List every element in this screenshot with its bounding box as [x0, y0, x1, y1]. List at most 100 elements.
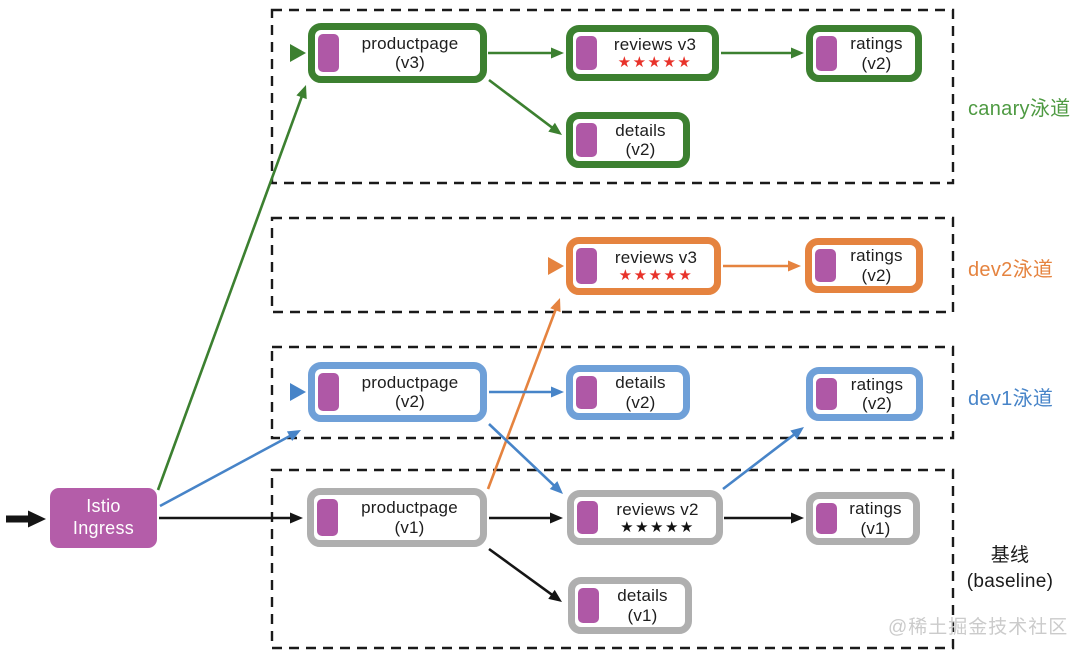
pod-sidecar-bar	[816, 378, 837, 410]
service-label-panel: ratings(v2)	[839, 245, 914, 286]
edge-reviews-v2-to-ratings-v2-d1	[722, 432, 797, 491]
service-name-text: ratings	[850, 246, 903, 266]
service-label-panel: ratings(v1)	[840, 499, 911, 538]
service-label-panel: productpage(v3)	[342, 30, 478, 76]
service-name-text: reviews v3	[614, 248, 698, 268]
service-node-reviews-v3-dev2: reviews v3★★★★★	[566, 237, 721, 295]
pod-sidecar-bar	[577, 501, 598, 534]
edge-arrowhead-reviews-v2-to-ratings-v2-d1	[790, 427, 804, 440]
service-label-panel: details(v2)	[600, 119, 681, 161]
service-name-text: details	[615, 120, 666, 140]
lane-entry-pointer-dev2-entry	[548, 257, 564, 275]
service-version-text: (v2)	[625, 140, 656, 159]
lane-label-dev1: dev1泳道	[968, 388, 1054, 410]
pod-sidecar-bar	[815, 249, 836, 282]
service-node-details-v2-dev1: details(v2)	[566, 365, 690, 420]
star-rating-icon: ★★★★★	[618, 267, 694, 285]
baseline-label-cn: 基线	[990, 545, 1030, 566]
service-label-panel: reviews v3★★★★★	[600, 32, 710, 74]
pod-sidecar-bar	[318, 373, 339, 411]
service-version-text: (v2)	[861, 394, 893, 413]
edge-arrowhead-pp-v1-to-reviews-v3-d2	[550, 298, 561, 313]
pod-sidecar-bar	[816, 503, 837, 534]
service-node-productpage-v1: productpage(v1)	[307, 488, 487, 547]
service-name-text: reviews v2	[616, 499, 699, 519]
edge-arrowhead-pp-v3-to-reviews-v3	[551, 47, 564, 59]
service-name-text: ratings	[850, 374, 904, 394]
edge-arrowhead-pp-v2-to-details-v2-d1	[551, 386, 564, 398]
service-node-ratings-v1: ratings(v1)	[806, 492, 920, 545]
edge-pp-v1-to-details-v1	[488, 547, 554, 597]
baseline-label-en: (baseline)	[966, 570, 1054, 592]
service-node-reviews-v2: reviews v2★★★★★	[567, 490, 723, 545]
service-version-text: (v2)	[861, 265, 892, 285]
edge-arrowhead-pp-v1-to-reviews-v2	[550, 512, 563, 524]
lane-border-canary	[270, 8, 955, 185]
star-rating-icon: ★★★★★	[620, 518, 695, 536]
lane-border-baseline	[270, 468, 955, 650]
service-name-text: reviews v3	[613, 35, 697, 55]
edge-arrowhead-reviews-v2-to-ratings-v1	[791, 512, 804, 524]
pod-sidecar-bar	[576, 36, 597, 70]
service-label-panel: productpage(v2)	[342, 369, 478, 415]
edge-pp-v3-to-details-v2	[488, 78, 554, 130]
service-label-panel: productpage(v1)	[341, 495, 478, 540]
service-version-text: (v1)	[627, 605, 658, 625]
edge-arrowhead-ingress-to-productpage-v2	[286, 430, 301, 442]
pod-sidecar-bar	[816, 36, 837, 71]
service-name-text: details	[617, 586, 668, 606]
service-version-text: (v2)	[861, 53, 892, 73]
edge-pp-v1-to-reviews-v3-d2	[486, 307, 558, 490]
edge-arrowhead-pp-v3-to-details-v2	[548, 122, 562, 135]
service-node-ratings-v2-dev1: ratings(v2)	[806, 367, 923, 421]
service-name-text: ratings	[850, 34, 903, 54]
edge-arrowhead-reviews-v3-to-ratings-v2-d2	[788, 260, 801, 272]
service-node-reviews-v3-canary: reviews v3★★★★★	[566, 25, 719, 81]
service-node-productpage-v2: productpage(v2)	[308, 362, 487, 422]
edge-pp-v2-to-reviews-v2	[488, 423, 556, 488]
edge-arrowhead-pp-v1-to-details-v1	[548, 589, 562, 602]
istio-ingress-node: Istio Ingress	[50, 488, 157, 548]
service-name-text: productpage	[361, 33, 459, 53]
edge-arrowhead-external-to-ingress	[28, 510, 46, 528]
ingress-label-line2: Ingress	[72, 518, 135, 538]
service-label-panel: reviews v3★★★★★	[600, 244, 712, 288]
lane-border-dev2	[270, 216, 955, 314]
edge-arrowhead-reviews-v3-to-ratings-v2-c	[791, 47, 804, 59]
ingress-label-line1: Istio	[86, 496, 121, 517]
service-node-ratings-v2-canary: ratings(v2)	[806, 25, 922, 82]
lane-entry-pointer-dev1-entry	[290, 383, 306, 401]
service-name-text: ratings	[849, 499, 902, 519]
star-rating-icon: ★★★★★	[617, 54, 693, 72]
service-version-text: (v2)	[625, 392, 656, 412]
lane-label-dev2: dev2泳道	[968, 259, 1054, 281]
service-label-panel: details(v1)	[602, 584, 683, 627]
lane-label-canary: canary泳道	[968, 98, 1071, 120]
service-version-text: (v1)	[860, 518, 891, 538]
service-node-productpage-v3: productpage(v3)	[308, 23, 487, 83]
service-node-details-v2-canary: details(v2)	[566, 112, 690, 168]
service-node-ratings-v2-dev2: ratings(v2)	[805, 238, 923, 293]
lane-entry-pointer-canary-entry	[290, 44, 306, 62]
service-label-panel: reviews v2★★★★★	[601, 497, 714, 538]
service-version-text: (v2)	[394, 392, 426, 411]
watermark: @稀土掘金技术社区	[888, 617, 1069, 638]
edge-arrowhead-pp-v2-to-reviews-v2	[549, 481, 563, 494]
service-version-text: (v1)	[394, 517, 425, 537]
edge-arrowhead-ingress-to-productpage-v3	[296, 85, 307, 100]
service-label-panel: ratings(v2)	[840, 374, 914, 414]
service-name-text: details	[615, 373, 666, 393]
pod-sidecar-bar	[318, 34, 339, 72]
edge-arrowhead-ingress-to-productpage-v1	[290, 512, 303, 524]
service-node-details-v1: details(v1)	[568, 577, 692, 634]
pod-sidecar-bar	[576, 248, 597, 284]
pod-sidecar-bar	[576, 123, 597, 157]
service-version-text: (v3)	[394, 53, 426, 72]
service-label-panel: details(v2)	[600, 372, 681, 413]
pod-sidecar-bar	[578, 588, 599, 623]
service-name-text: productpage	[361, 372, 459, 392]
edge-ingress-to-productpage-v2	[159, 434, 292, 508]
